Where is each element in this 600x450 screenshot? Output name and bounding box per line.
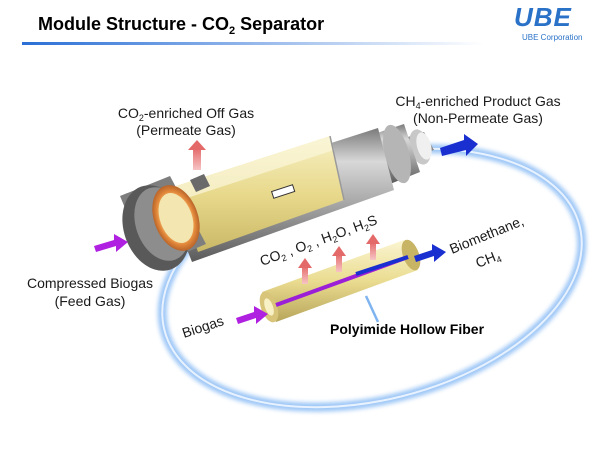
biogas-arrow <box>236 306 268 324</box>
permeate-arrow <box>188 140 206 170</box>
biogas-label: Biogas <box>180 312 226 340</box>
biomethane-label-line2: CH4 <box>473 246 503 272</box>
off-gas-label-line2: (Permeate Gas) <box>136 122 236 138</box>
fiber-label: Polyimide Hollow Fiber <box>330 321 485 337</box>
product-gas-label-line2: (Non-Permeate Gas) <box>413 110 543 126</box>
page-title: Module Structure - CO2 Separator <box>38 14 324 37</box>
product-gas-label-line1: CH4-enriched Product Gas <box>395 93 560 111</box>
ube-logo: UBE UBE Corporation <box>514 2 582 42</box>
off-gas-label-line1: CO2-enriched Off Gas <box>118 105 254 123</box>
biomethane-arrow <box>414 244 446 262</box>
feed-arrow <box>94 234 128 252</box>
feed-gas-label-line1: Compressed Biogas <box>27 275 153 291</box>
product-arrow <box>440 134 478 156</box>
permeants-label: CO2 , O2 , H2O, H2S <box>258 212 380 271</box>
header-rule <box>22 42 484 45</box>
feed-gas-label-line2: (Feed Gas) <box>55 293 126 309</box>
slide-header: Module Structure - CO2 Separator <box>22 14 484 45</box>
fiber-leader-line <box>364 295 380 323</box>
logo-company: UBE Corporation <box>522 33 582 42</box>
logo-mark: UBE <box>514 2 572 32</box>
permeant-arrows <box>298 234 380 284</box>
separator-module <box>120 124 434 271</box>
